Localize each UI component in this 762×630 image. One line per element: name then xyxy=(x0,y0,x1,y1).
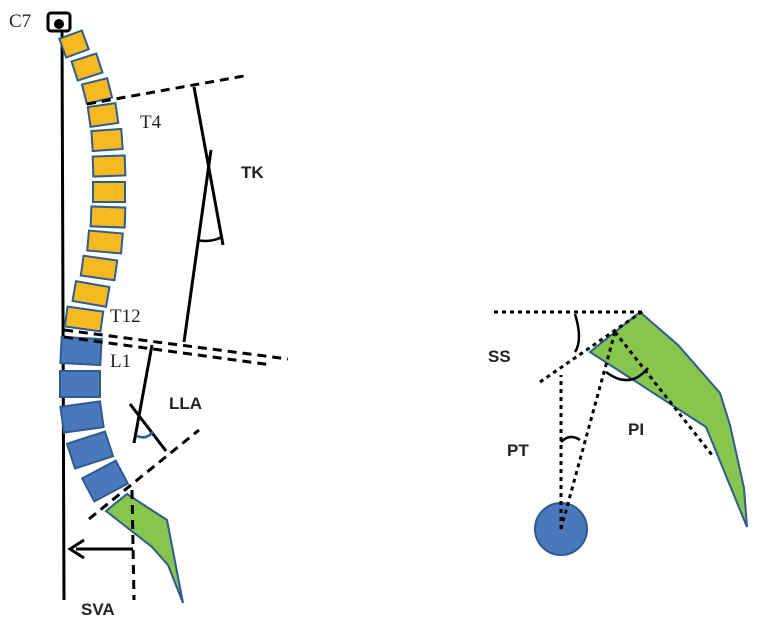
sva-label: SVA xyxy=(81,600,115,619)
thoracic-vertebra xyxy=(86,229,124,255)
endplate-perpendicular-line xyxy=(613,331,714,456)
sacrum-small xyxy=(104,492,184,604)
l1-endplate-line xyxy=(63,335,273,367)
tk-label: TK xyxy=(241,163,264,182)
c7-plumb-line xyxy=(60,27,66,601)
sacral-slope-line xyxy=(539,309,644,384)
t4-label: T4 xyxy=(140,112,162,133)
t12-endplate-line xyxy=(63,328,289,361)
thoracic-vertebra xyxy=(91,154,127,178)
lla-label: LLA xyxy=(169,394,202,413)
c7-marker xyxy=(46,11,72,33)
lumbar-vertebra xyxy=(80,459,130,503)
femoral-to-endplate-line xyxy=(559,331,617,530)
pi-angle-arc xyxy=(605,367,649,382)
pt-angle-arc xyxy=(560,435,581,443)
lumbar-vertebra xyxy=(59,370,101,398)
t12-label: T12 xyxy=(110,306,141,327)
sva-vertical-line xyxy=(130,489,136,601)
thoracic-vertebra xyxy=(79,254,119,282)
thoracic-vertebra xyxy=(63,305,105,333)
thoracic-vertebrae xyxy=(58,29,127,333)
s1-endplate-line xyxy=(88,428,200,521)
thoracic-vertebra xyxy=(71,280,111,308)
ss-angle-arc xyxy=(573,313,581,353)
thoracic-vertebra xyxy=(70,52,104,82)
sacrum-large xyxy=(588,310,748,528)
lla-lines xyxy=(128,344,168,452)
pt-label: PT xyxy=(507,441,529,460)
thoracic-vertebra xyxy=(92,181,126,203)
t4-endplate-line xyxy=(86,74,245,106)
l1-label: L1 xyxy=(110,351,131,372)
c7-label: C7 xyxy=(9,11,31,32)
lumbar-vertebrae xyxy=(59,335,130,503)
thoracic-vertebra xyxy=(89,205,127,229)
thoracic-vertebra xyxy=(80,76,114,106)
sva-arrow xyxy=(67,538,133,560)
tk-cobb-lines xyxy=(182,86,225,343)
thoracic-vertebra xyxy=(90,127,124,153)
thoracic-vertebra xyxy=(86,102,120,128)
pi-label: PI xyxy=(628,420,644,439)
ss-label: SS xyxy=(488,347,511,366)
lumbar-vertebra xyxy=(65,430,115,470)
thoracic-vertebra xyxy=(58,29,90,59)
lumbar-vertebra xyxy=(59,400,105,434)
